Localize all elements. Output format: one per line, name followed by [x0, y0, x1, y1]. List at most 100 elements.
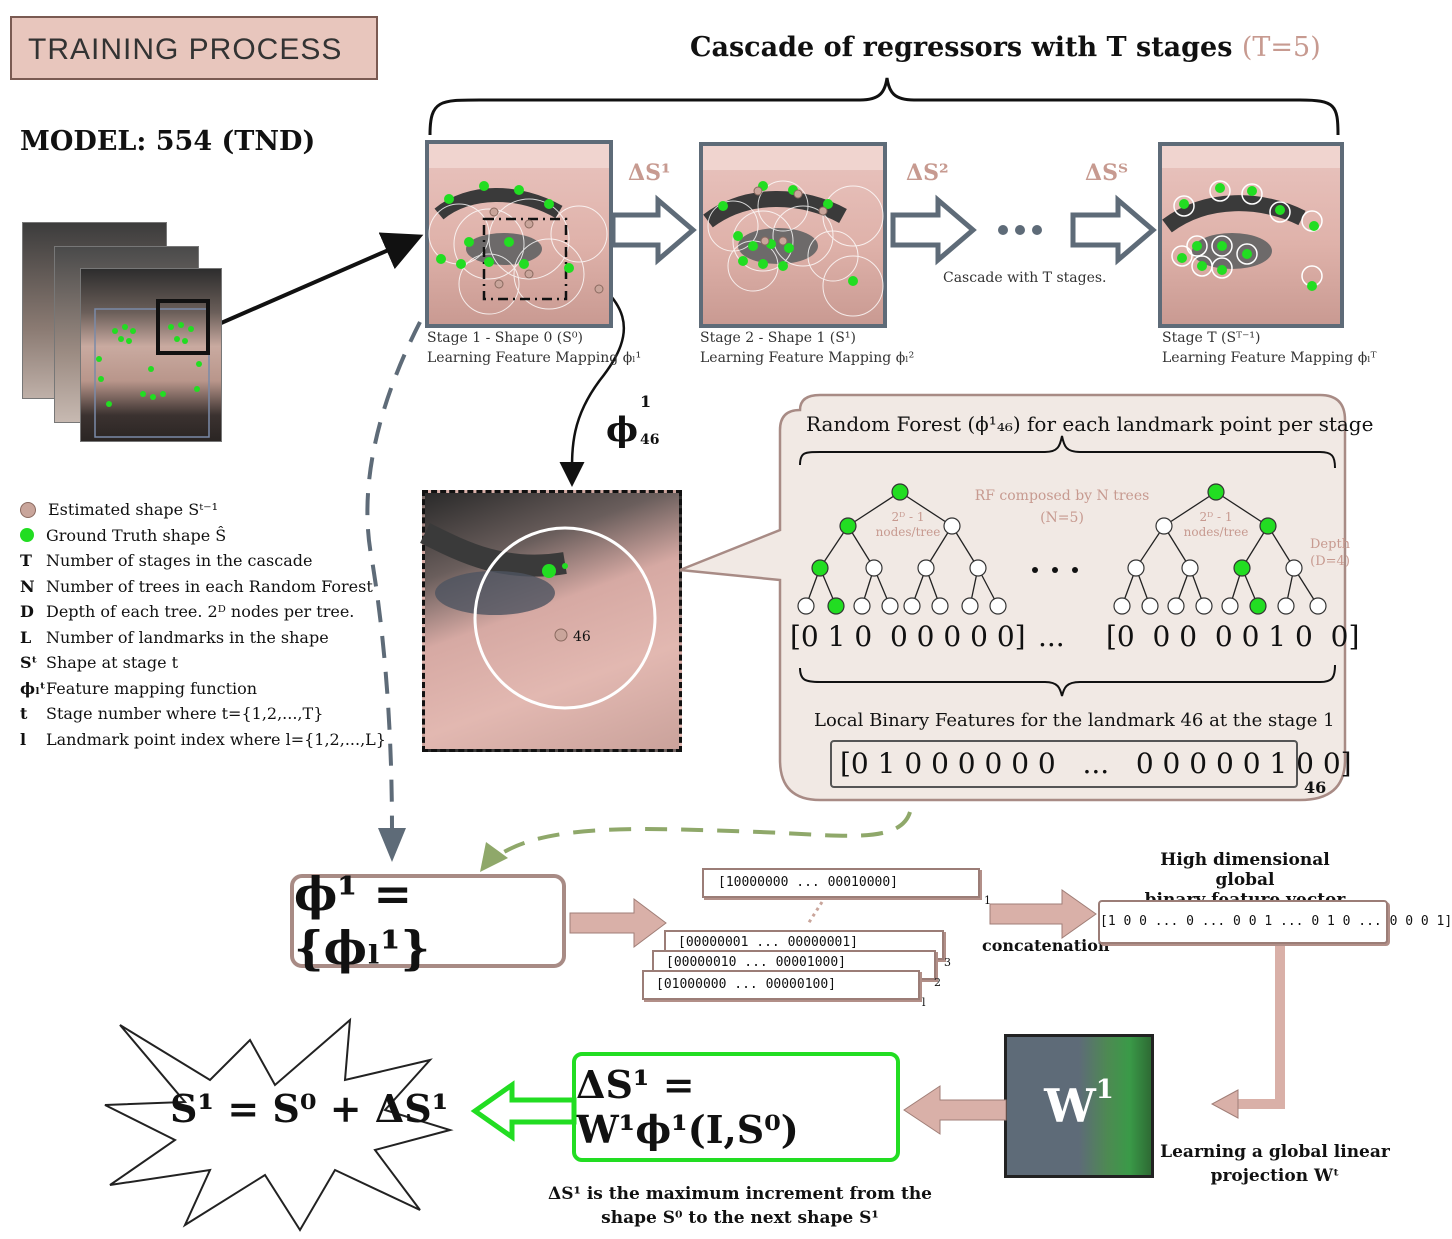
delta-label-2: ΔS²	[906, 160, 949, 186]
projection-w: W	[1044, 1079, 1096, 1133]
legend-symbol: N	[20, 576, 35, 596]
tree-vector-left: [0 1 0 0 0 0 0 0]	[790, 620, 1026, 653]
nodes-label-right-1: 2ᴰ - 1	[1199, 510, 1233, 524]
delta-to-final-arrow-icon	[470, 1080, 577, 1142]
final-equation: S¹ = S⁰ + ΔS¹	[170, 1086, 449, 1131]
final-burst	[104, 1017, 454, 1232]
legend-row-estimated: Estimated shape Sᵗ⁻¹	[20, 497, 386, 523]
closeup-image: 46	[420, 490, 682, 752]
phi-46-sub: 46	[640, 432, 660, 448]
projection-caption-2: projection Wᵗ	[1210, 1166, 1340, 1186]
feature-vector-1-sub: 1	[984, 894, 991, 907]
lbf-sub: 46	[1304, 778, 1327, 797]
tree-vector-dots: ...	[1038, 620, 1065, 653]
feature-vector-2: [00000001 ... 00000001]	[664, 930, 944, 960]
depth-label-1: Depth	[1310, 537, 1351, 552]
delta-arrow-t-icon	[1070, 194, 1157, 266]
depth-label: Depth (D=4)	[1310, 536, 1350, 570]
legend-text-4: Depth of each tree. 2ᴰ nodes per tree.	[46, 602, 355, 621]
legend-text-3: Number of trees in each Random Forest	[46, 576, 373, 596]
tree-vector-right: [0 0 0 0 0 1 0 0]	[1106, 620, 1360, 653]
phi-46-symbol: ϕ	[606, 410, 639, 450]
ground-truth-dot-icon	[20, 528, 34, 543]
dashed-green-arrow	[490, 811, 912, 862]
feature-vector-3-sub: 3	[944, 956, 951, 969]
stage-1-caption-2: Learning Feature Mapping ϕₗ¹	[427, 350, 642, 366]
legend-text-1: Ground Truth shape Ŝ	[46, 525, 227, 545]
legend-text-2: Number of stages in the cascade	[46, 551, 313, 570]
stage-1-caption-1: Stage 1 - Shape 0 (S⁰)	[427, 330, 583, 346]
feature-vector-5-sub: l	[922, 996, 926, 1009]
delta-arrow-2-icon	[890, 194, 977, 266]
projection-w-sup: 1	[1095, 1075, 1114, 1105]
feature-vector-1: [10000000 ... 00010000]	[702, 868, 980, 898]
feature-vector-4: [01000000 ... 00000100]	[642, 970, 920, 1000]
title-box: TRAINING PROCESS	[10, 16, 378, 80]
legend-row: t Stage number where t={1,2,...,T}	[20, 701, 386, 727]
stage-1-image	[425, 140, 613, 328]
cascade-title-text: Cascade of regressors with T stages	[690, 32, 1233, 63]
face-image-front	[80, 268, 222, 442]
delta-note: ΔS¹ is the maximum increment from the sh…	[540, 1182, 940, 1230]
legend-row-ground-truth: Ground Truth shape Ŝ	[20, 523, 386, 549]
projection-caption: Learning a global linear projection Wᵗ	[1160, 1140, 1390, 1188]
nodes-label-left-1: 2ᴰ - 1	[891, 510, 925, 524]
delta-arrow-1-icon	[610, 194, 697, 266]
phi-to-vectors-arrow-icon	[569, 898, 667, 948]
legend-symbol: t	[20, 704, 28, 723]
nodes-label-left: 2ᴰ - 1 nodes/tree	[868, 510, 948, 540]
stage-t-caption-1: Stage T (Sᵀ⁻¹)	[1162, 330, 1261, 346]
stage-2-caption-1: Stage 2 - Shape 1 (S¹)	[700, 330, 856, 346]
closeup-landmark-label: 46	[573, 629, 591, 645]
stage-t-caption: Stage T (Sᵀ⁻¹) Learning Feature Mapping …	[1162, 328, 1377, 368]
legend: Estimated shape Sᵗ⁻¹ Ground Truth shape …	[20, 497, 386, 752]
lbf-vector: [0 1 0 0 0 0 0 0 ... 0 0 0 0 0 1 0 0]	[830, 740, 1352, 788]
delta-label-1: ΔS¹	[628, 160, 671, 186]
face-to-stage-arrow	[211, 232, 424, 329]
rf-note: RF composed by N trees (N=5)	[972, 488, 1152, 526]
diagram-lines	[211, 77, 1340, 1119]
w-to-delta-arrow-icon	[903, 1085, 1007, 1135]
ellipsis-icon	[998, 225, 1042, 235]
legend-text-9: Landmark point index where l={1,2,...,L}	[46, 729, 386, 749]
nodes-label-right-2: nodes/tree	[1183, 525, 1249, 539]
concatenation-label: concatenation	[982, 936, 1110, 955]
rf-note-1: RF composed by N trees	[974, 488, 1150, 504]
legend-row: l Landmark point index where l={1,2,...,L…	[20, 727, 386, 753]
phi-46-sup: 1	[640, 392, 652, 411]
feature-vector-4-sub: 2	[934, 976, 941, 989]
lbf-title: Local Binary Features for the landmark 4…	[814, 710, 1335, 731]
projection-caption-1: Learning a global linear	[1160, 1142, 1390, 1162]
legend-symbol: L	[20, 627, 32, 647]
stage-1-caption: Stage 1 - Shape 0 (S⁰) Learning Feature …	[427, 328, 641, 368]
legend-symbol: ϕₗᵗ	[20, 678, 46, 698]
forest-title: Random Forest (ϕ¹₄₆) for each landmark p…	[806, 412, 1374, 436]
delta-equation-box: ΔS¹ = W¹ϕ¹(I,S⁰)	[572, 1052, 900, 1162]
stage-t-caption-2: Learning Feature Mapping ϕₗᵀ	[1162, 350, 1377, 366]
stage-2-caption-2: Learning Feature Mapping ϕₗ²	[700, 350, 915, 366]
stage-2-caption: Stage 2 - Shape 1 (S¹) Learning Feature …	[700, 328, 914, 368]
global-vector-title-1: High dimensional global	[1160, 850, 1330, 890]
model-label: MODEL: 554 (TND)	[20, 126, 316, 157]
nodes-label-right: 2ᴰ - 1 nodes/tree	[1176, 510, 1256, 540]
legend-row: N Number of trees in each Random Forest	[20, 574, 386, 600]
phi-equation-box: ϕ¹ = {ϕₗ¹}	[290, 867, 566, 975]
legend-text-8: Stage number where t={1,2,...,T}	[46, 704, 324, 723]
cascade-middle-label: Cascade with T stages.	[943, 270, 1107, 286]
delta-label-t: ΔSᵀ	[1085, 160, 1128, 186]
nodes-label-left-2: nodes/tree	[875, 525, 941, 539]
depth-label-2: (D=4)	[1310, 554, 1350, 569]
cascade-title: Cascade of regressors with T stages (T=5…	[690, 32, 1321, 63]
legend-symbol: Sᵗ	[20, 653, 38, 672]
legend-symbol: l	[20, 729, 27, 749]
stage-t-image	[1158, 142, 1344, 328]
delta-note-1: ΔS¹ is the maximum increment from the	[548, 1184, 932, 1204]
global-vector: [1 0 0 ... 0 ... 0 0 1 ... 0 1 0 ... 0 0…	[1098, 900, 1452, 944]
